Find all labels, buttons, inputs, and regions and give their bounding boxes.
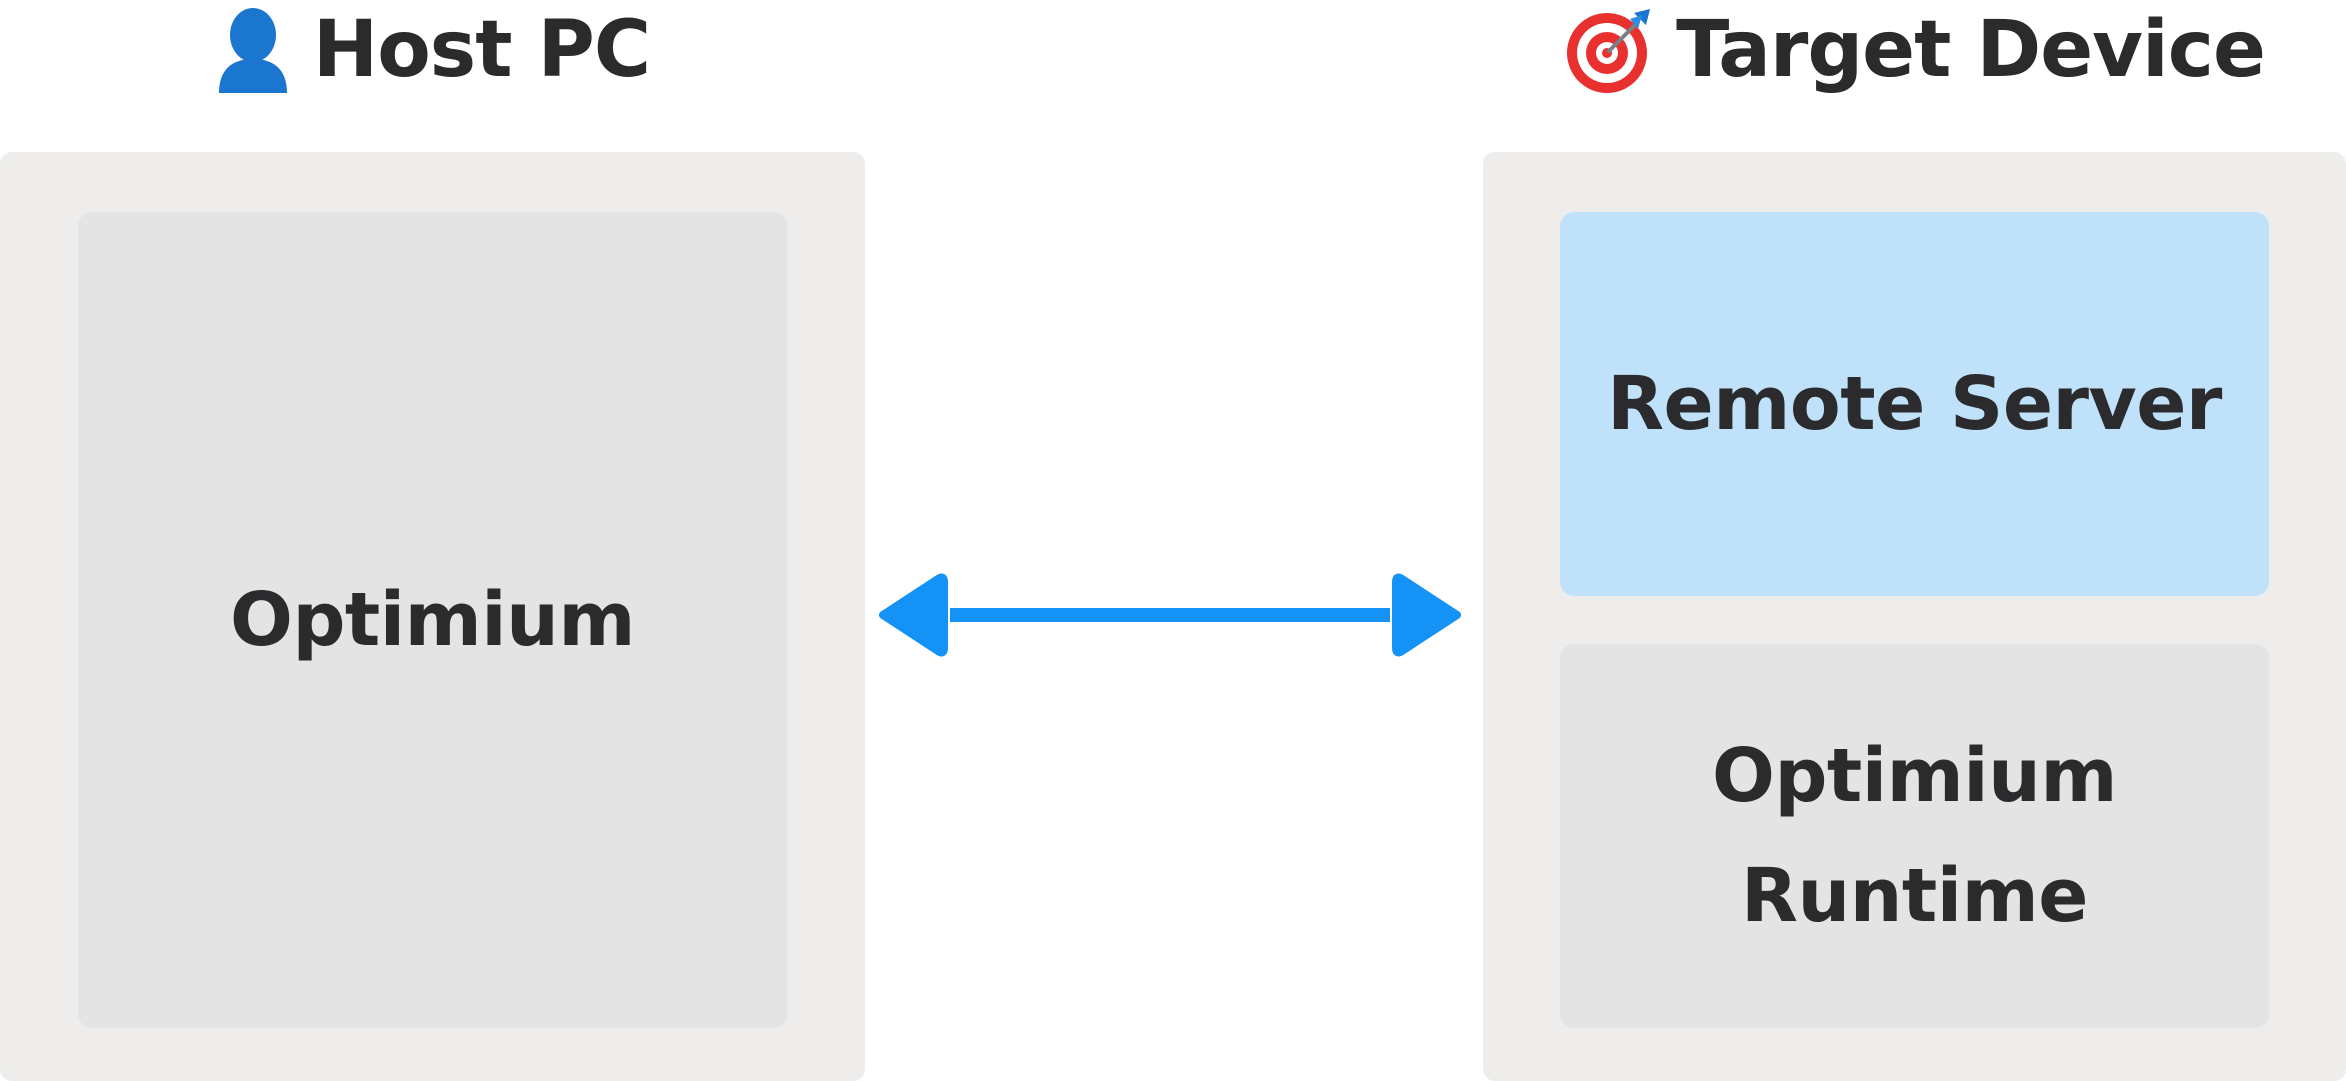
bidirectional-arrow [879,573,1461,657]
optimium-runtime-label: Optimium Runtime [1712,733,2117,939]
arrow-head-right [1392,573,1461,657]
optimium-label: Optimium [230,577,635,663]
user-silhouette-icon [215,5,291,95]
target-device-title: Target Device [1676,5,2266,95]
target-dart-icon [1564,5,1654,95]
optimium-box: Optimium [78,212,787,1028]
remote-server-label: Remote Server [1607,361,2222,447]
host-pc-header: Host PC [0,0,865,100]
remote-server-box: Remote Server [1560,212,2269,596]
optimium-runtime-box: Optimium Runtime [1560,644,2269,1028]
arrow-head-left [879,573,948,657]
arrow-shaft [950,608,1390,622]
host-pc-title: Host PC [312,5,651,95]
target-device-header: Target Device [1483,0,2346,100]
